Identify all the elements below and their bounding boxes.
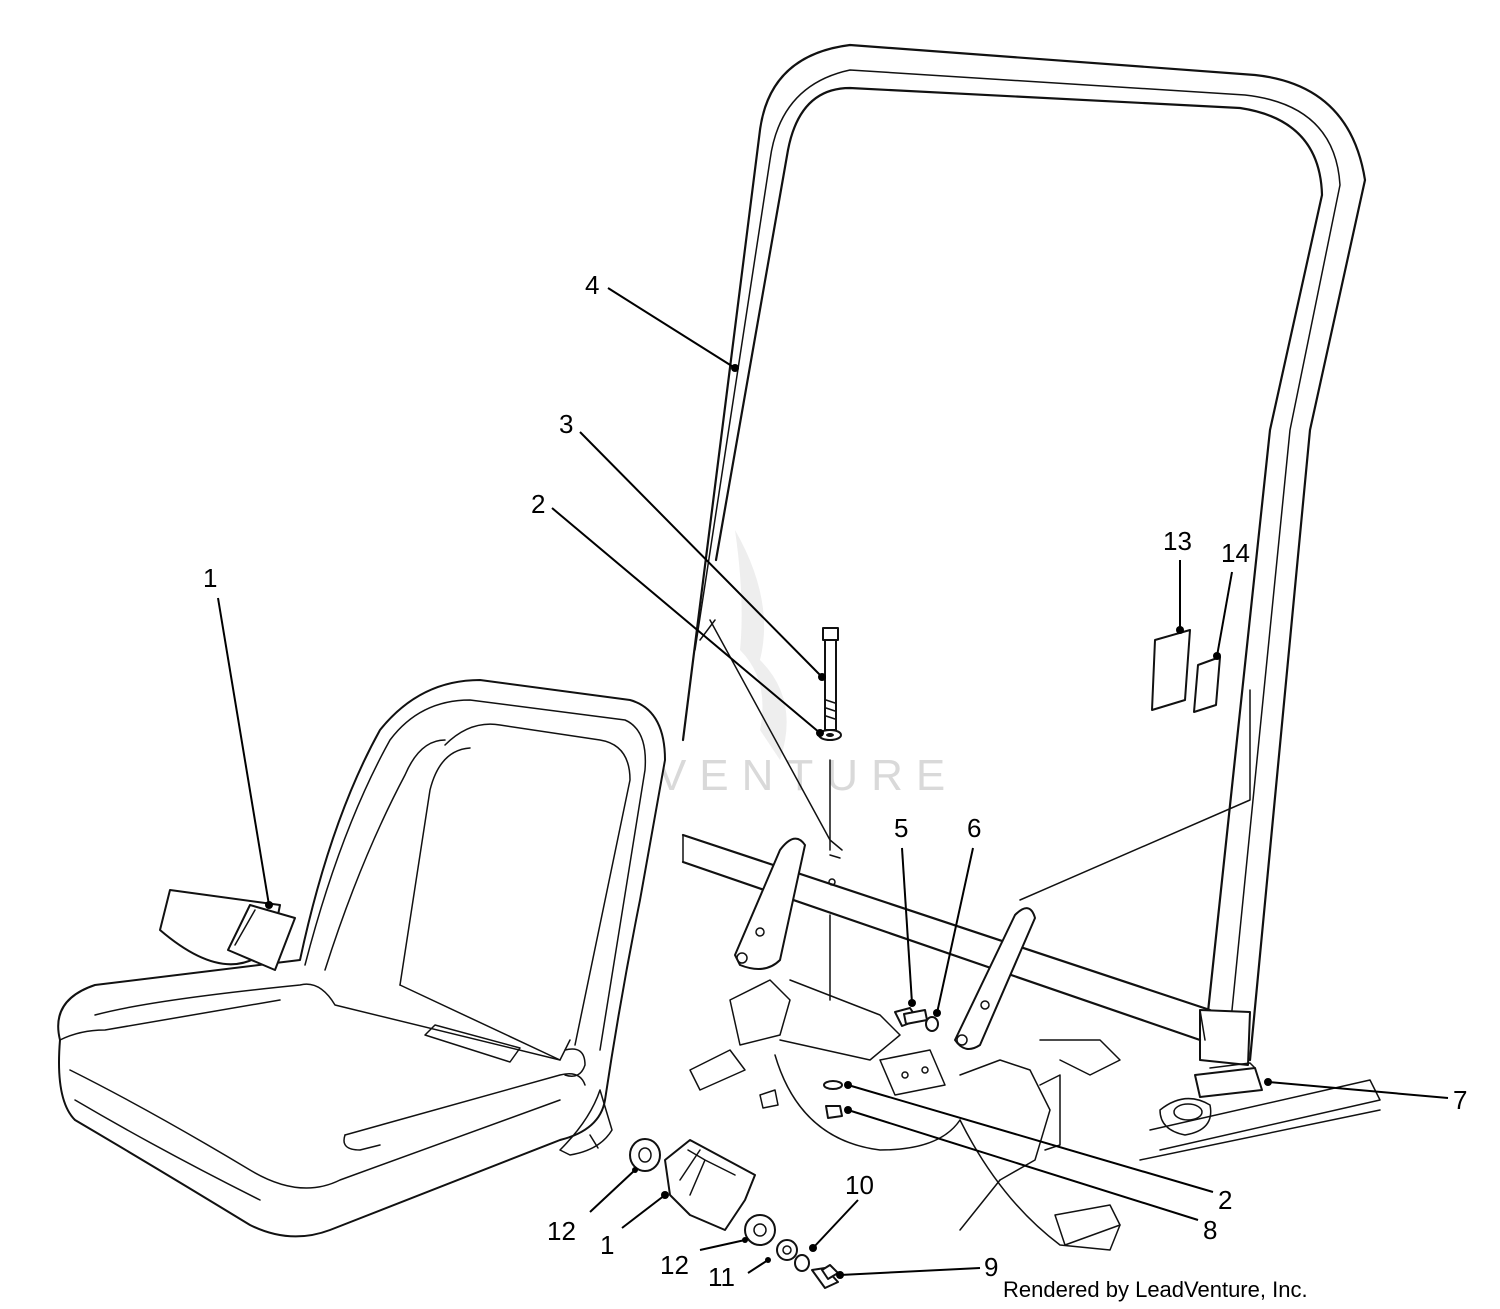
callout-8-nut: 8	[844, 1106, 1217, 1245]
svg-text:1: 1	[203, 563, 217, 593]
seat-belt-retractor	[159, 889, 296, 971]
svg-text:13: 13	[1163, 526, 1192, 556]
cap-screw-9	[811, 1264, 839, 1289]
svg-text:9: 9	[984, 1252, 998, 1282]
callout-2-lower-washer: 2	[844, 1081, 1232, 1215]
roll-bar	[681, 43, 1367, 1066]
seat-belt-buckle	[664, 1139, 756, 1231]
svg-text:6: 6	[967, 813, 981, 843]
svg-text:8: 8	[1203, 1215, 1217, 1245]
callout-9-screw: 9	[836, 1252, 998, 1282]
seat	[57, 679, 666, 1238]
callout-1-buckle: 1	[600, 1191, 669, 1260]
callout-13-decal: 13	[1163, 526, 1192, 634]
chassis-frame	[689, 979, 1381, 1251]
decal-14	[1193, 656, 1221, 713]
svg-text:4: 4	[585, 270, 599, 300]
callout-3-bolt: 3	[559, 409, 826, 681]
svg-text:12: 12	[660, 1250, 689, 1280]
callout-7-spacer: 7	[1264, 1078, 1467, 1115]
hex-bolt	[894, 1007, 928, 1027]
svg-text:1: 1	[600, 1230, 614, 1260]
right-mount-bracket	[954, 907, 1036, 1050]
hex-nut	[825, 1105, 843, 1119]
callout-1-seatbelt: 1	[203, 563, 273, 909]
spacer-block	[1194, 1062, 1263, 1098]
svg-text:11: 11	[708, 1262, 735, 1292]
washer-12-left	[629, 1138, 661, 1172]
svg-text:7: 7	[1453, 1085, 1467, 1115]
decal-13	[1151, 629, 1191, 711]
callout-4-rollbar: 4	[585, 270, 739, 372]
callout-11-washer: 11	[708, 1257, 771, 1292]
svg-text:5: 5	[894, 813, 908, 843]
callout-2-upper-washer: 2	[531, 489, 824, 737]
svg-text:12: 12	[547, 1216, 576, 1246]
callout-12-washer-right: 12	[660, 1237, 748, 1280]
svg-text:14: 14	[1221, 538, 1250, 568]
callout-14-decal: 14	[1213, 538, 1250, 660]
callout-10-lockwasher: 10	[809, 1170, 874, 1252]
lock-washer-10	[794, 1254, 810, 1272]
callout-5-bolt: 5	[894, 813, 916, 1007]
svg-text:3: 3	[559, 409, 573, 439]
left-mount-bracket	[734, 837, 806, 970]
callout-6-lockwasher: 6	[933, 813, 981, 1017]
washer-11	[776, 1239, 798, 1261]
lock-washer	[925, 1016, 939, 1032]
svg-text:2: 2	[1218, 1185, 1232, 1215]
svg-text:2: 2	[531, 489, 545, 519]
rendered-by-credit: Rendered by LeadVenture, Inc.	[1003, 1277, 1308, 1302]
svg-text:10: 10	[845, 1170, 874, 1200]
washer-12-right	[744, 1214, 776, 1246]
lower-flat-washer	[823, 1080, 843, 1090]
callout-12-washer-left: 12	[547, 1167, 638, 1246]
